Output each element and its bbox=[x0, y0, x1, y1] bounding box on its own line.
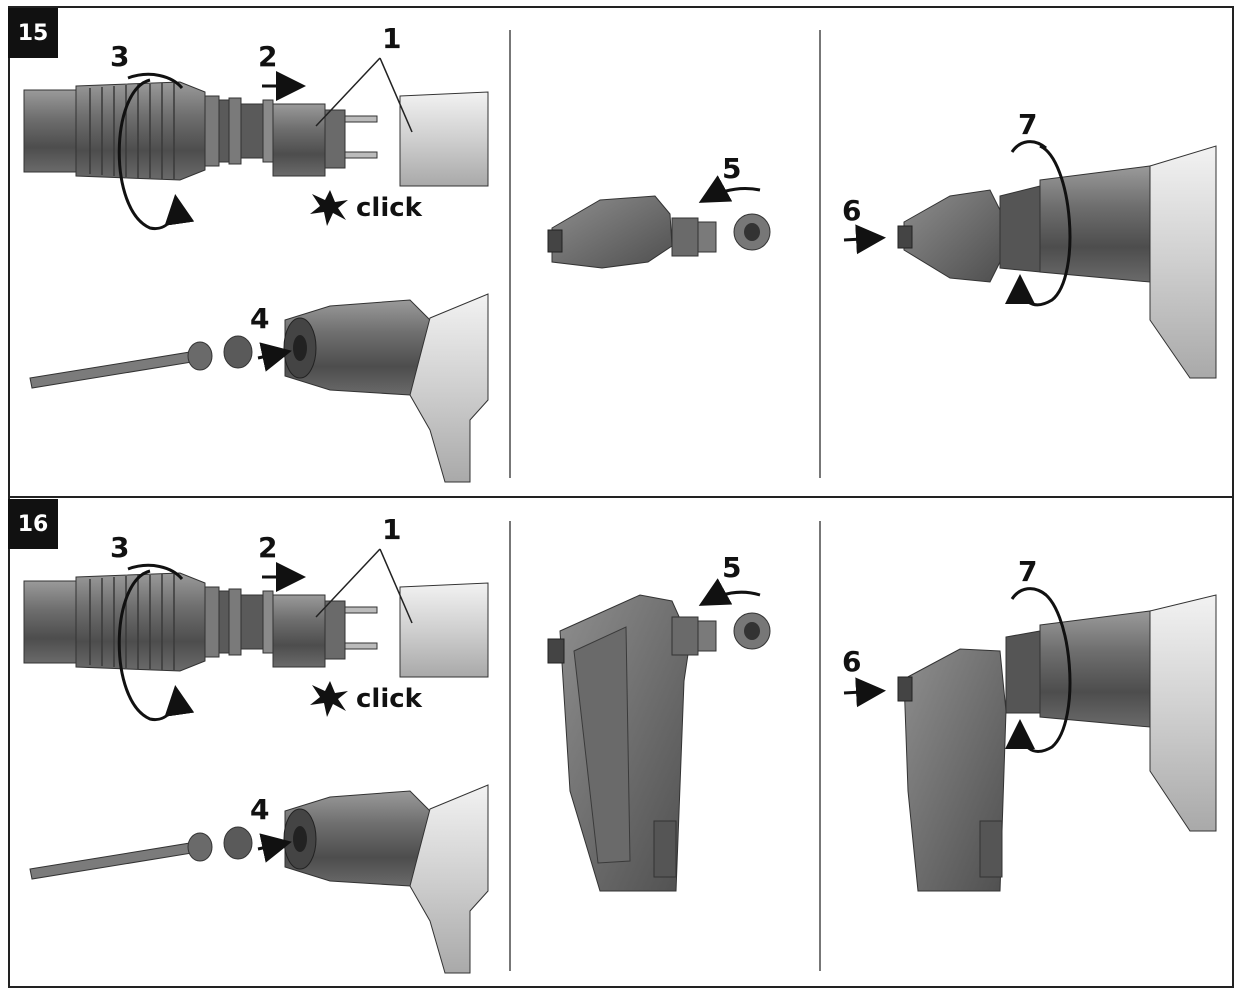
drill-chuck bbox=[1039, 610, 1151, 728]
callout-4-label: 4 bbox=[250, 793, 269, 826]
insert-arrow-4-icon bbox=[257, 833, 292, 863]
mounted-attachment bbox=[903, 189, 1001, 283]
callout-3-label: 3 bbox=[110, 40, 129, 73]
rotate-arrow-3-icon bbox=[117, 569, 195, 722]
insert-arrow-4-icon bbox=[257, 342, 292, 372]
callout-4-label: 4 bbox=[250, 302, 269, 335]
callout-6-label: 6 bbox=[842, 645, 861, 678]
drill-body bbox=[1149, 145, 1217, 379]
figure-16: 3 2 1 click 4 5 6 7 bbox=[23, 513, 1217, 974]
drill-body bbox=[1149, 594, 1217, 832]
leader-line-1a bbox=[315, 57, 381, 127]
drill-chuck bbox=[1039, 165, 1151, 283]
rotate-arrow-7-icon bbox=[1005, 589, 1072, 753]
attach-arrow-5-icon bbox=[698, 578, 761, 606]
callout-5-label: 5 bbox=[722, 152, 741, 185]
rotate-arrow-3-icon bbox=[117, 78, 195, 231]
click-burst-icon bbox=[310, 681, 348, 717]
click-burst-icon bbox=[310, 190, 348, 226]
rotate-arrow-3-top bbox=[127, 72, 184, 90]
figure-15-badge: 15 bbox=[8, 8, 58, 58]
figure-15: 3 2 1 click 4 5 6 bbox=[23, 22, 1217, 483]
callout-7-label: 7 bbox=[1018, 108, 1037, 141]
callout-1-label: 1 bbox=[382, 22, 401, 55]
callout-2-label: 2 bbox=[258, 531, 277, 564]
click-label: click bbox=[356, 684, 423, 714]
callout-2-label: 2 bbox=[258, 40, 277, 73]
callout-3-label: 3 bbox=[110, 531, 129, 564]
figure-16-badge: 16 bbox=[8, 499, 58, 549]
click-label: click bbox=[356, 193, 423, 223]
chuck-assembly-15 bbox=[23, 81, 489, 187]
callout-5-label: 5 bbox=[722, 551, 741, 584]
chuck-assembly-16 bbox=[23, 572, 489, 678]
callout-6-label: 6 bbox=[842, 194, 861, 227]
depth-gauge-attachment bbox=[551, 195, 673, 269]
rotate-arrow-7-icon bbox=[1005, 144, 1072, 307]
mount-arrow-6-icon bbox=[843, 224, 886, 255]
leader-line-1b bbox=[379, 57, 413, 133]
callout-7-label: 7 bbox=[1018, 555, 1037, 588]
attach-arrow-5-icon bbox=[698, 175, 761, 203]
mount-arrow-6-icon bbox=[843, 677, 886, 708]
callout-1-label: 1 bbox=[382, 513, 401, 546]
